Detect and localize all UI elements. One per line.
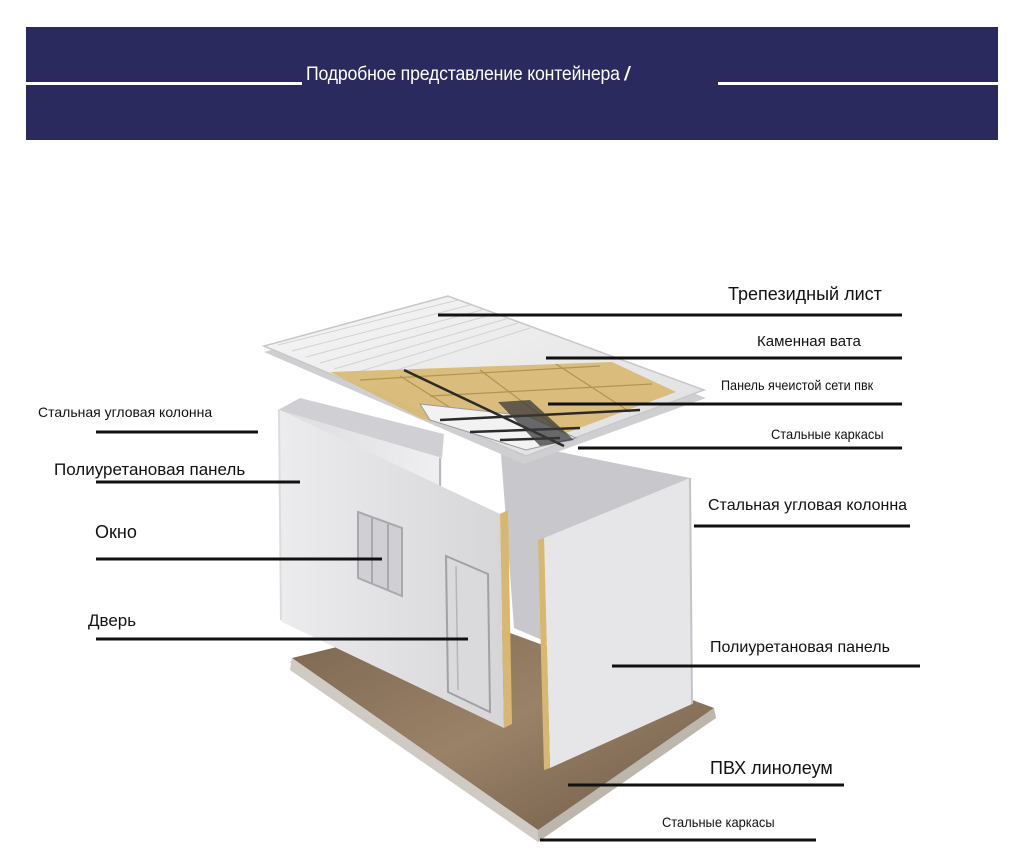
right-wall-insulation-edge bbox=[538, 538, 550, 770]
header-banner bbox=[26, 27, 998, 140]
label-stone-wool: Каменная вата bbox=[757, 333, 861, 350]
roof-assembly bbox=[261, 295, 707, 464]
front-wall-insulation-edge bbox=[500, 510, 512, 728]
leader-lines bbox=[96, 313, 920, 842]
roof-dark-strip bbox=[498, 400, 574, 446]
label-corner-column-left: Стальная угловая колонна bbox=[38, 404, 213, 420]
label-steel-frames-bottom: Стальные каркасы bbox=[662, 814, 775, 830]
label-pvc-mesh-panel: Панель ячеистой сети пвк bbox=[721, 377, 874, 393]
page-title: Подробное представление контейнера / bbox=[306, 64, 629, 86]
label-window: Окно bbox=[95, 522, 137, 542]
label-trapezoid-sheet: Трепезидный лист bbox=[728, 284, 882, 304]
label-pu-panel-left: Полиуретановая панель bbox=[54, 460, 246, 479]
check-mark-icon: / bbox=[624, 64, 630, 85]
banner-rule-left bbox=[26, 82, 302, 85]
label-steel-frames-top: Стальные каркасы bbox=[771, 426, 884, 442]
floor-front-edge bbox=[290, 658, 538, 842]
banner-rule-right bbox=[718, 82, 998, 85]
front-wall bbox=[280, 410, 512, 728]
label-pu-panel-right: Полиуретановая панель bbox=[710, 639, 890, 656]
door-shape bbox=[444, 554, 492, 714]
floor-side-edge bbox=[538, 708, 716, 842]
label-pvc-linoleum: ПВХ линолеум bbox=[710, 758, 833, 778]
label-door: Дверь bbox=[88, 611, 137, 630]
label-corner-column-right: Стальная угловая колонна bbox=[708, 497, 908, 514]
page-title-text: Подробное представление контейнера bbox=[306, 64, 620, 85]
window-shape bbox=[357, 510, 403, 598]
